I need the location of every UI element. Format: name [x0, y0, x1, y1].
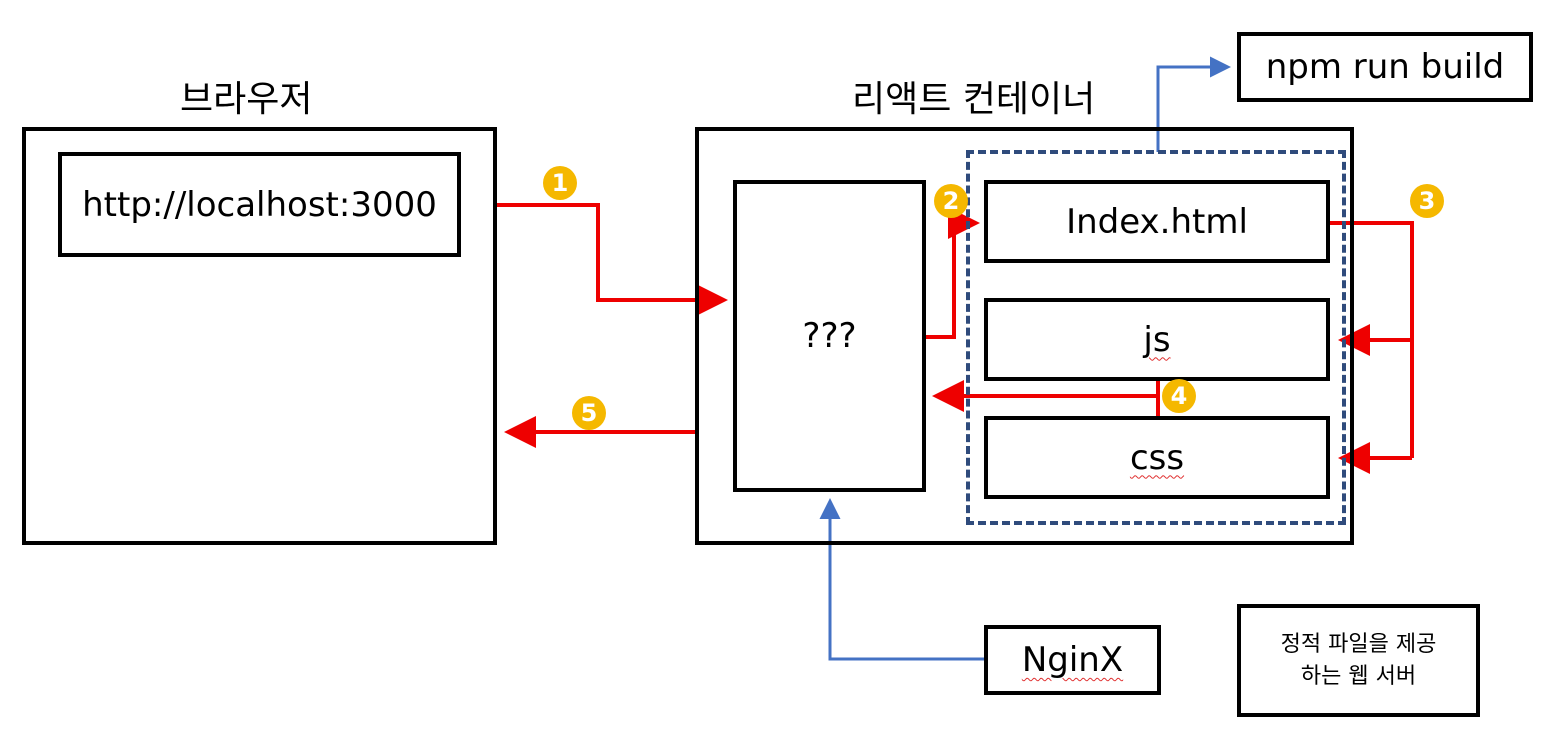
arrow-step-1 [460, 203, 728, 316]
build-output-area [966, 150, 1346, 525]
build-command-box: npm run build [1237, 32, 1533, 102]
note-line-1: 정적 파일을 제공 [1280, 631, 1437, 657]
static-server-note: 정적 파일을 제공 하는 웹 서버 [1237, 604, 1480, 717]
index-html-box: Index.html [984, 180, 1330, 263]
step-badge-2: 2 [934, 184, 968, 218]
note-line-2: 하는 웹 서버 [1300, 663, 1417, 689]
react-container-title: 리액트 컨테이너 [852, 79, 1096, 120]
js-box: js [984, 298, 1330, 381]
step-badge-3: 3 [1410, 184, 1444, 218]
js-label: js [1143, 319, 1171, 360]
bracket-step-3 [1326, 221, 1414, 458]
react-container-panel [695, 127, 1354, 545]
css-box: css [984, 416, 1330, 499]
link-nginx [819, 498, 987, 661]
browser-title: 브라우저 [180, 79, 313, 120]
url-box: http://localhost:3000 [58, 152, 461, 257]
step-badge-1: 1 [543, 166, 577, 200]
arrow-step-2 [925, 207, 980, 339]
step-badge-5: 5 [572, 396, 606, 430]
link-build-command [1156, 56, 1231, 152]
css-label: css [1129, 437, 1185, 478]
nginx-box: NginX [984, 625, 1161, 695]
nginx-label: NginX [1021, 640, 1124, 680]
build-command-label: npm run build [1265, 47, 1505, 87]
step-badge-4: 4 [1162, 379, 1196, 413]
unknown-server-box: ??? [733, 180, 926, 492]
